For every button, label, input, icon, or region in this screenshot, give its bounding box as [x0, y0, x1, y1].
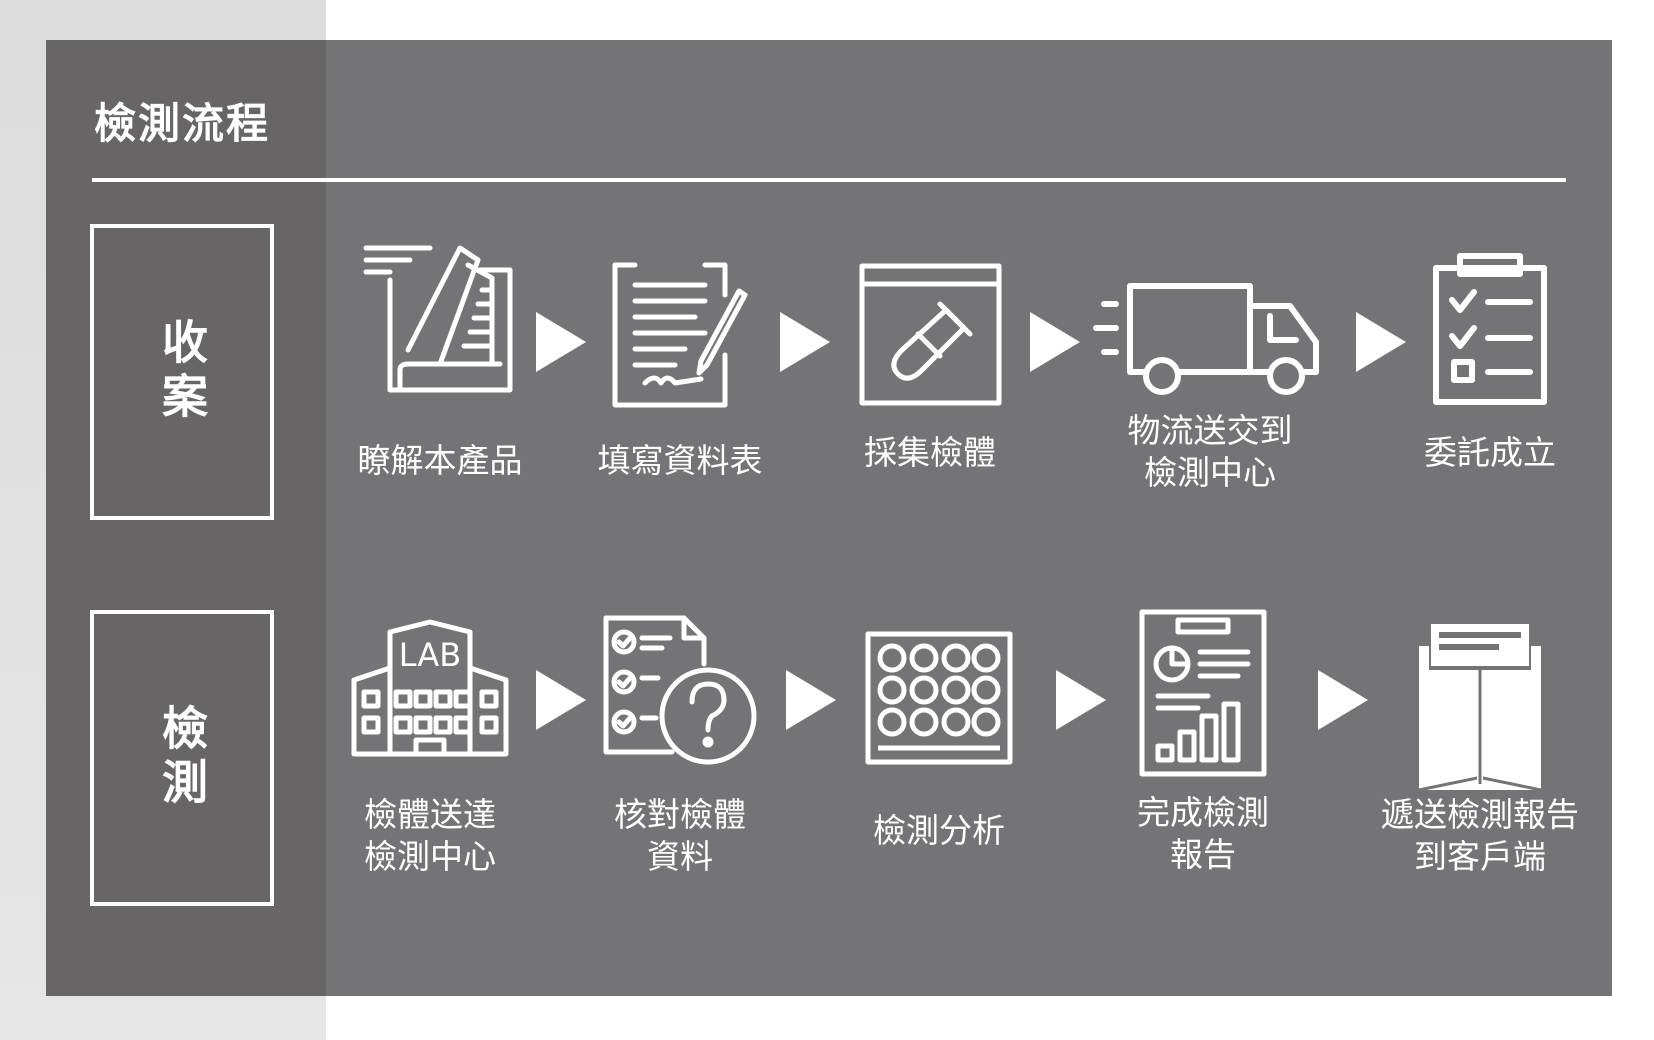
step-label: 核對檢體 資料 [614, 795, 746, 876]
step-verify-sample-data: 核對檢體 資料 [600, 612, 760, 876]
arrow-right-icon [536, 312, 586, 372]
arrow-right-icon [786, 670, 836, 730]
stage-label: 檢測 [155, 704, 209, 812]
report-chart-icon [1139, 609, 1267, 777]
stage-box-testing: 檢測 [90, 610, 274, 906]
stage-box-intake: 收案 [90, 224, 274, 520]
title-divider [92, 178, 1566, 182]
step-label: 遞送檢測報告 到客戶端 [1381, 795, 1579, 876]
step-label: 填寫資料表 [597, 441, 763, 480]
stage-label: 收案 [155, 318, 209, 426]
step-label: 檢體送達 檢測中心 [364, 795, 496, 876]
arrow-right-icon [1030, 312, 1080, 372]
clipboard-sign-icon [612, 262, 748, 408]
step-test-analysis: 檢測分析 [864, 630, 1014, 850]
lab-building-icon: LAB [351, 619, 509, 757]
arrow-right-icon [1356, 312, 1406, 372]
step-label: 瞭解本產品 [357, 441, 523, 480]
step-logistics: 物流送交到 檢測中心 [1090, 280, 1330, 492]
arrow-right-icon [780, 312, 830, 372]
step-label: 物流送交到 檢測中心 [1127, 411, 1293, 492]
truck-icon [1093, 283, 1319, 395]
step-sample-arrives: LAB 檢體送達 檢測中心 [350, 618, 510, 876]
arrow-right-icon [536, 670, 586, 730]
well-plate-icon [865, 631, 1013, 765]
step-label: 檢測分析 [873, 811, 1005, 850]
step-deliver-report: 遞送檢測報告 到客戶端 [1381, 622, 1579, 876]
step-understand-product: 瞭解本產品 [350, 240, 530, 480]
step-label: 採集檢體 [864, 433, 996, 472]
arrow-right-icon [1056, 670, 1106, 730]
step-label: 完成檢測 報告 [1137, 793, 1269, 874]
step-collect-sample: 採集檢體 [855, 262, 1005, 472]
step-commission-established: 委託成立 [1420, 252, 1560, 472]
step-complete-report: 完成檢測 報告 [1137, 608, 1269, 874]
page-title: 檢測流程 [94, 99, 271, 148]
envelope-icon [1418, 624, 1542, 792]
arrow-right-icon [1318, 670, 1368, 730]
test-tube-icon [859, 263, 1001, 406]
step-fill-form: 填寫資料表 [598, 255, 763, 480]
book-icon [363, 245, 513, 393]
checklist-icon [1433, 253, 1547, 405]
svg-text:LAB: LAB [399, 636, 461, 674]
step-label: 委託成立 [1424, 433, 1556, 472]
question-document-icon [603, 615, 757, 765]
